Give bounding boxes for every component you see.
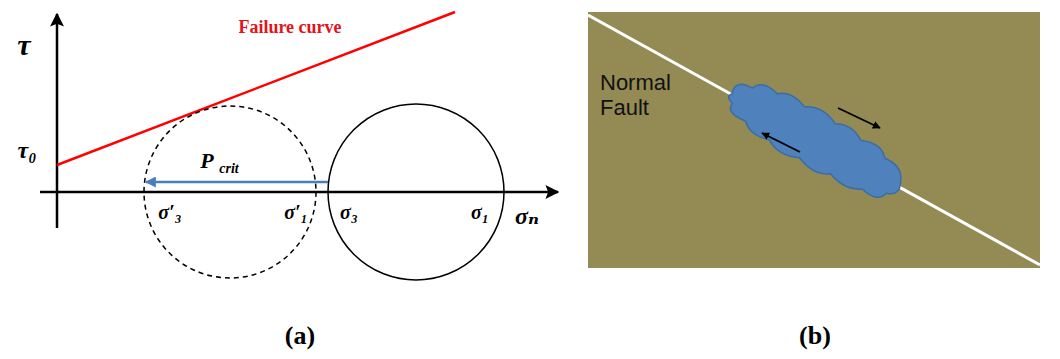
failure-line [57, 12, 455, 165]
mohr-circle [328, 104, 504, 280]
axis-label: τ [17, 28, 30, 61]
tau-axis [56, 14, 59, 228]
pressure-subscript: crit [219, 161, 238, 176]
stress-label: σ₁ [471, 201, 489, 223]
stress-label: σ₃ [340, 201, 358, 223]
axis-label: σₙ [515, 203, 539, 229]
panel-tag: (b) [799, 322, 831, 351]
sigma-axis [40, 191, 558, 194]
fault-panel: Normal Fault [588, 12, 1040, 268]
cohesion-label: τ₀ [17, 137, 36, 163]
rock-block [588, 12, 1040, 268]
fault-sketch [588, 12, 1040, 268]
pressure-label: P [200, 149, 213, 173]
curve-label: Failure curve [238, 18, 341, 38]
stress-label: σ′₁ [284, 201, 307, 223]
panel-tag: (a) [285, 322, 315, 351]
stress-label: σ′₃ [158, 201, 181, 223]
fault-plane [588, 15, 1040, 265]
slip-patch [717, 68, 914, 211]
node-label: Normal Fault [600, 70, 692, 121]
pressure-arrow [146, 181, 328, 184]
mohr-plot [40, 12, 558, 280]
slip-arrow [762, 133, 800, 152]
slip-arrow [838, 108, 880, 128]
shifted-mohr-circle [144, 106, 316, 278]
